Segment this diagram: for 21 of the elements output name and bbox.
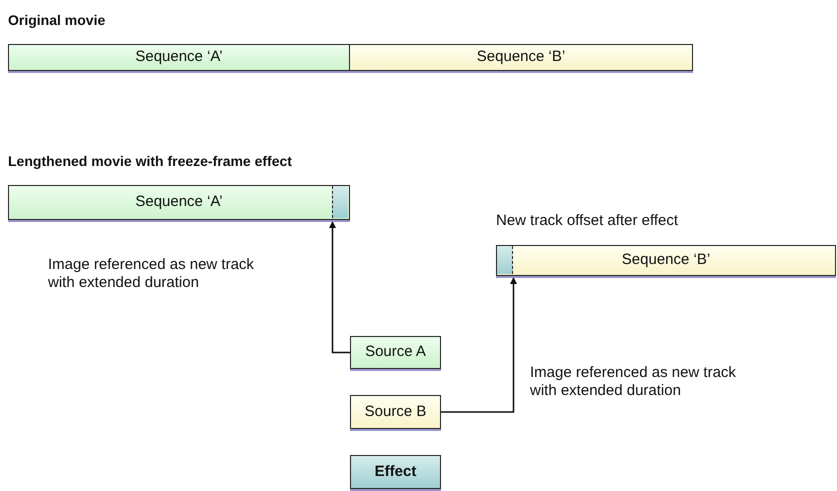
track-label: Sequence ‘B’ (622, 250, 710, 270)
track-label: Source B (364, 402, 426, 422)
track-label: Sequence ‘A’ (135, 47, 223, 68)
track-label: Effect (374, 462, 416, 482)
annotation-text: Image referenced as new track with extended duration (48, 256, 255, 292)
track-label: Sequence ‘A’ (135, 192, 223, 212)
track-caption: New track offset after effect (496, 211, 678, 231)
section-heading: Original movie (8, 11, 106, 30)
track-box (350, 336, 441, 369)
freeze-frame-segment (332, 186, 348, 218)
track-box (8, 185, 350, 220)
track-label: Sequence ‘B’ (476, 47, 566, 68)
arrow (329, 221, 350, 354)
freeze-frame-segment (497, 246, 513, 274)
annotation-text: Image referenced as new track with extended duration (530, 364, 737, 400)
track-box (350, 455, 441, 489)
section-heading: Lengthened movie with freeze-frame effect (8, 152, 293, 171)
arrow (441, 277, 517, 413)
track-label: Source A (365, 342, 426, 362)
track-box (350, 395, 441, 429)
track-box (496, 245, 836, 276)
